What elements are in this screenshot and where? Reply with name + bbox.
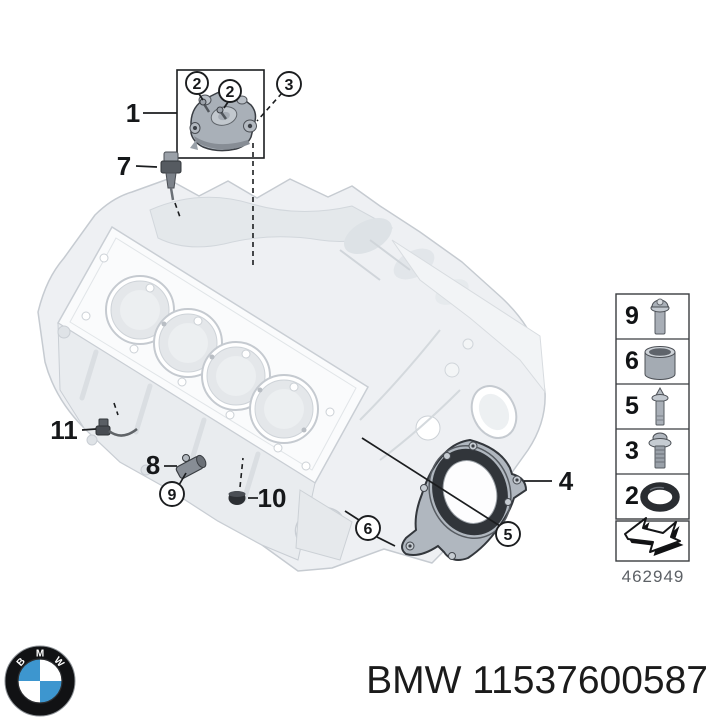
roundel-quadrant-bottom-right <box>40 681 62 703</box>
o-ring-icon <box>640 482 680 512</box>
callout-3: 3 <box>256 71 302 122</box>
legend-item-6: 6 <box>625 346 676 380</box>
cylinder-bores <box>105 275 319 444</box>
crankshaft-seal-part-4 <box>401 438 528 561</box>
callout-4-label: 4 <box>559 466 574 496</box>
nozzle-part-11 <box>95 402 138 437</box>
legend-panel: 9 6 5 <box>615 293 690 586</box>
legend-item-2: 2 <box>625 482 680 512</box>
legend-item-3-number: 3 <box>625 437 639 465</box>
flange-screw-icon <box>648 432 672 469</box>
parts-diagram: 1 2 2 3 7 11 8 <box>37 69 690 586</box>
cover-screw-part-2a <box>199 98 211 113</box>
roundel-quadrant-top-left <box>18 659 40 681</box>
callout-6: 6 <box>344 510 396 547</box>
callout-11-label: 11 <box>50 415 78 445</box>
bmw-logo: B M W <box>4 645 76 717</box>
drawing-number: 462949 <box>622 567 685 586</box>
direction-arrow-icon <box>624 517 684 556</box>
stud-bolt-icon <box>651 386 669 426</box>
legend-item-2-number: 2 <box>625 482 639 510</box>
legend-item-3: 3 <box>625 432 672 469</box>
legend-item-5-number: 5 <box>625 392 639 420</box>
logo-letter-m: M <box>36 649 44 660</box>
callout-10: 10 <box>248 483 286 513</box>
callout-1: 1 <box>126 98 177 128</box>
plug-part-10 <box>228 457 246 505</box>
callout-9-label: 9 <box>168 487 177 504</box>
dowel-sleeve-icon <box>644 346 676 380</box>
callout-7: 7 <box>117 151 158 181</box>
callout-2b: 2 <box>218 79 242 109</box>
cover-screw-part-2b <box>216 106 228 120</box>
legend-item-9: 9 <box>625 298 670 335</box>
sensor-part-7 <box>160 151 182 221</box>
direction-arrow-box <box>615 517 690 562</box>
engine-block-drawing <box>37 178 546 572</box>
callout-8: 8 <box>146 450 177 480</box>
callout-5: 5 <box>361 437 521 547</box>
footer: B M W BMW 11537600587 <box>0 642 720 720</box>
callout-2a: 2 <box>185 71 209 101</box>
callout-3-label: 3 <box>285 77 294 94</box>
valve-cover-part <box>189 90 257 152</box>
callout-6-label: 6 <box>364 521 373 538</box>
callout-2a-label: 2 <box>193 76 202 93</box>
callout-5-label: 5 <box>504 527 513 544</box>
legend-item-9-number: 9 <box>625 302 639 330</box>
callout-11: 11 <box>50 415 97 445</box>
callout-7-label: 7 <box>117 151 131 181</box>
callout-2b-label: 2 <box>226 84 235 101</box>
oil-jet-part-8 <box>175 454 207 479</box>
callout-10-label: 10 <box>258 483 287 513</box>
torx-bolt-icon <box>650 298 670 335</box>
part-number-caption: BMW 11537600587 <box>366 659 708 702</box>
callout-1-label: 1 <box>126 98 140 128</box>
jet-bolt-part-9 <box>182 454 190 462</box>
legend-item-6-number: 6 <box>625 347 639 375</box>
legend-item-5: 5 <box>625 386 669 426</box>
callout-4: 4 <box>524 466 574 496</box>
callout-9: 9 <box>159 472 187 507</box>
callout-8-label: 8 <box>146 450 160 480</box>
